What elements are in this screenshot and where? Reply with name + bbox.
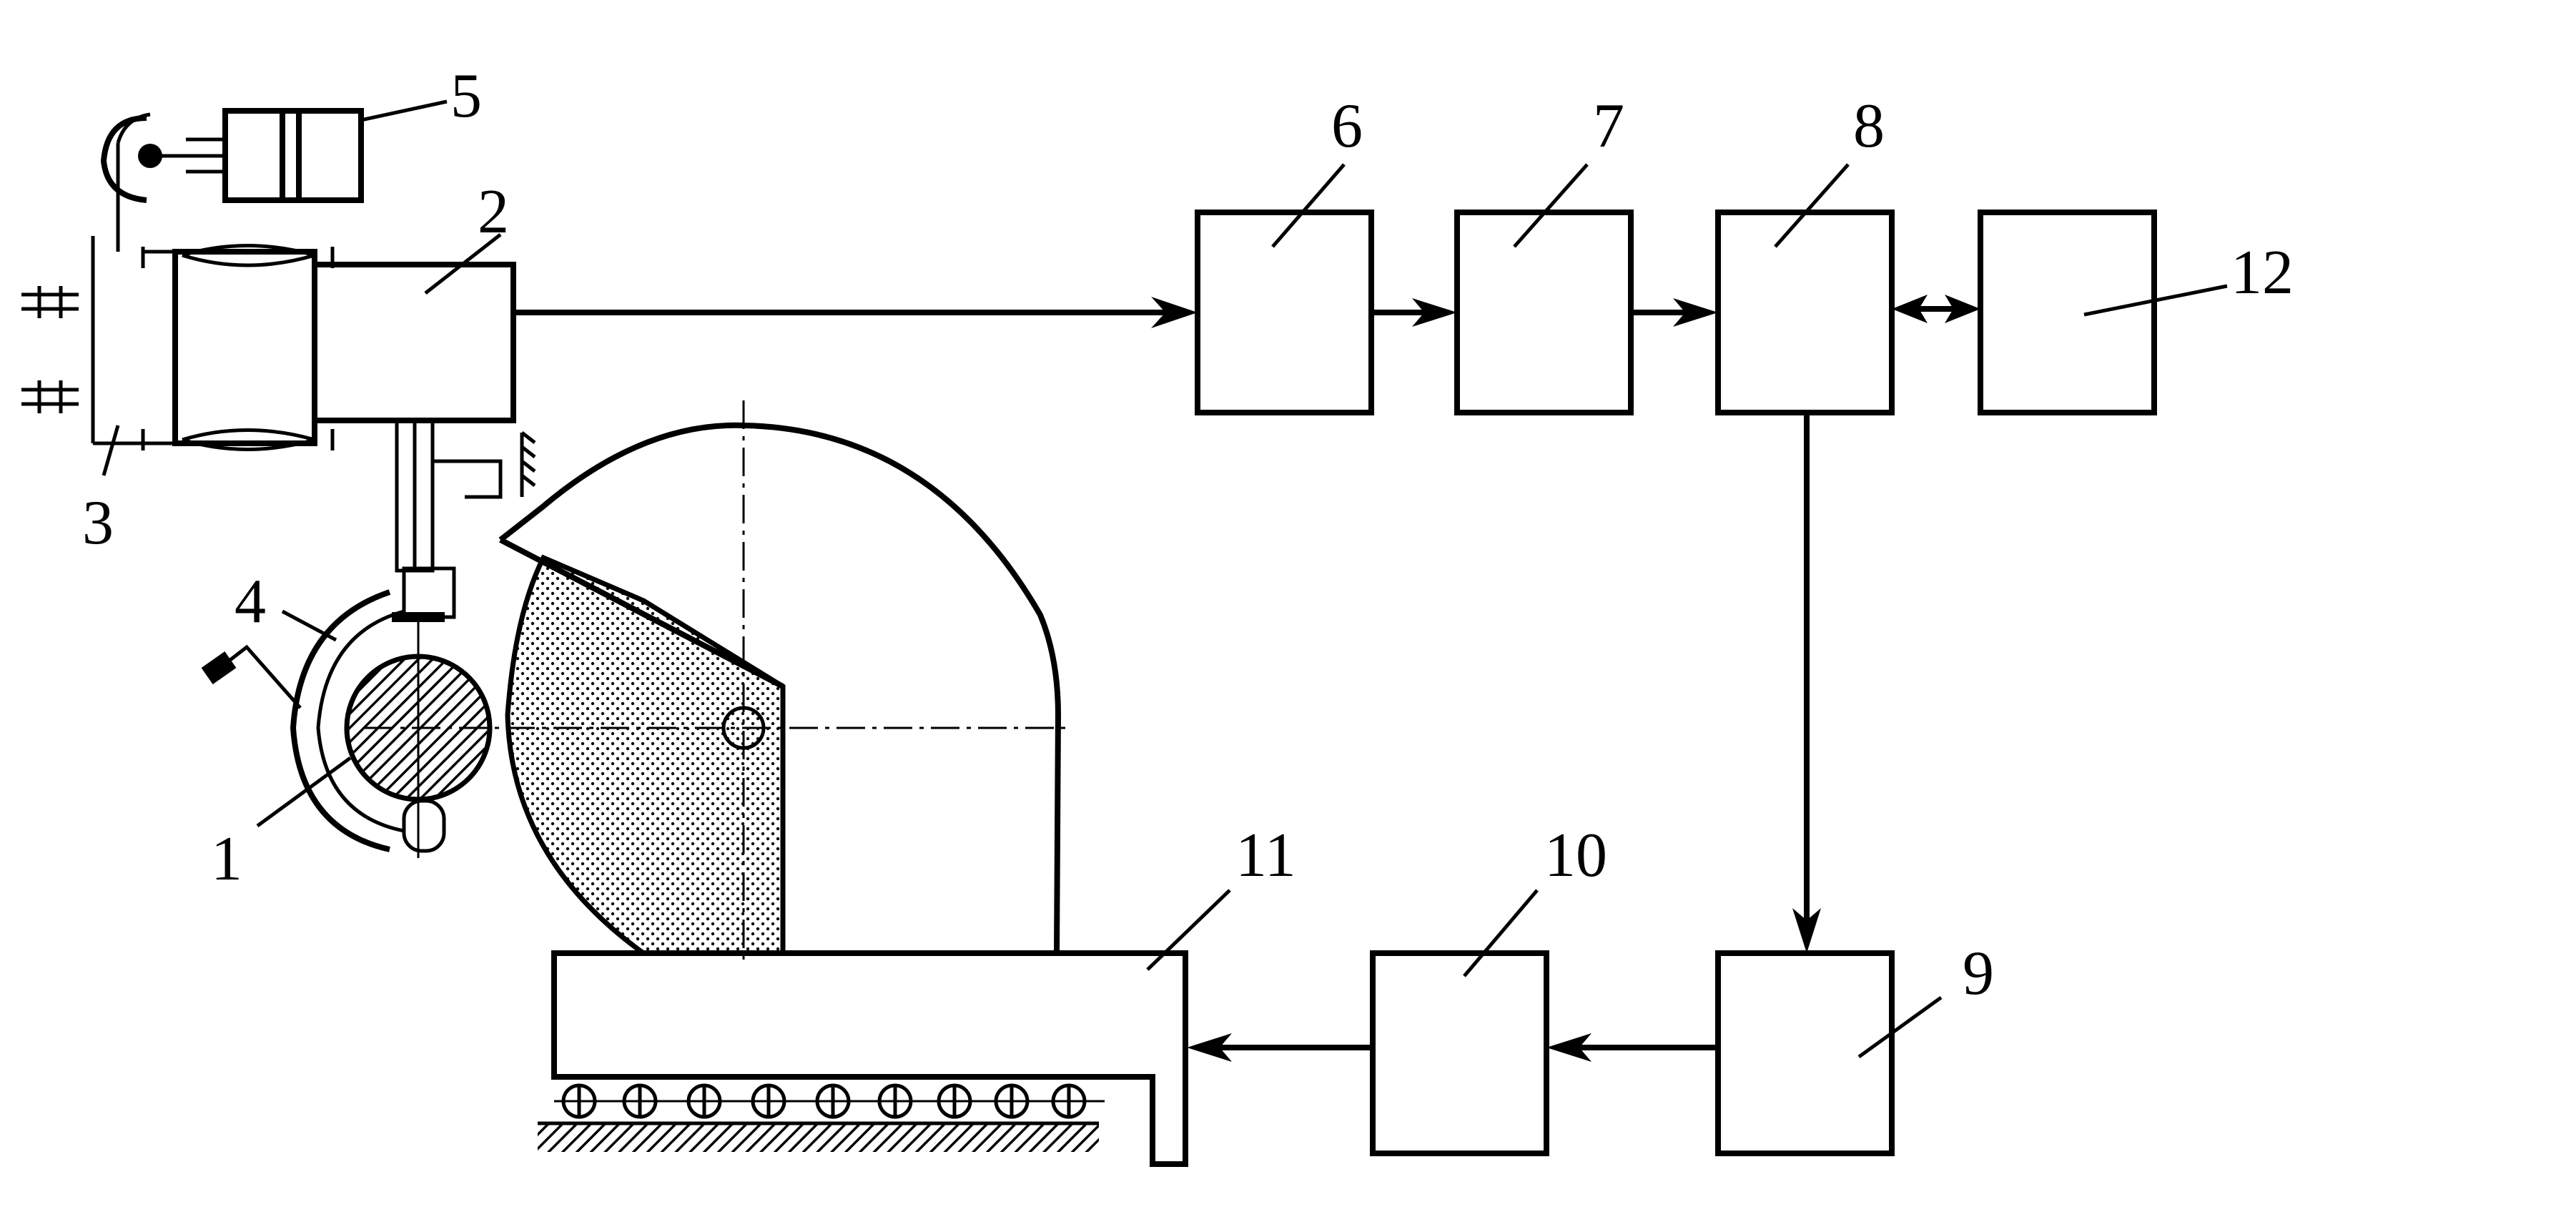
label-8: 8 — [1853, 92, 1885, 161]
wheel-dotted — [505, 554, 786, 956]
block-6 — [1195, 210, 1374, 415]
signal-arrows — [513, 295, 1980, 1062]
bellows-housing-3 — [172, 249, 317, 446]
pivot-hook — [100, 115, 147, 203]
caliper-arc — [290, 589, 391, 852]
label-9: 9 — [1963, 939, 1994, 1008]
sensor-body-2 — [312, 262, 516, 423]
base-rail-hatch — [538, 1123, 1099, 1152]
label-10: 10 — [1544, 821, 1607, 890]
cylinder-5 — [222, 108, 364, 203]
block-7 — [1454, 210, 1634, 415]
workpiece-and-caliper — [201, 566, 493, 858]
grinding-wheel-assembly — [365, 400, 1072, 962]
label-6: 6 — [1331, 92, 1363, 161]
base-rollers — [561, 1083, 1087, 1119]
label-12: 12 — [2231, 238, 2294, 307]
label-11: 11 — [1235, 821, 1296, 890]
label-7: 7 — [1593, 92, 1624, 161]
label-3: 3 — [82, 488, 114, 558]
wheel-guard — [498, 422, 1062, 954]
machine-base — [538, 950, 1188, 1167]
leader-lines — [102, 99, 2228, 1059]
wheel-spindle — [721, 706, 766, 750]
label-1: 1 — [211, 824, 242, 894]
block-8 — [1715, 210, 1895, 415]
label-4: 4 — [235, 567, 266, 636]
block-10 — [1370, 950, 1549, 1156]
label-2: 2 — [478, 177, 509, 247]
label-5: 5 — [450, 61, 482, 131]
sensor-head — [21, 108, 536, 573]
block-12 — [1978, 210, 2157, 415]
